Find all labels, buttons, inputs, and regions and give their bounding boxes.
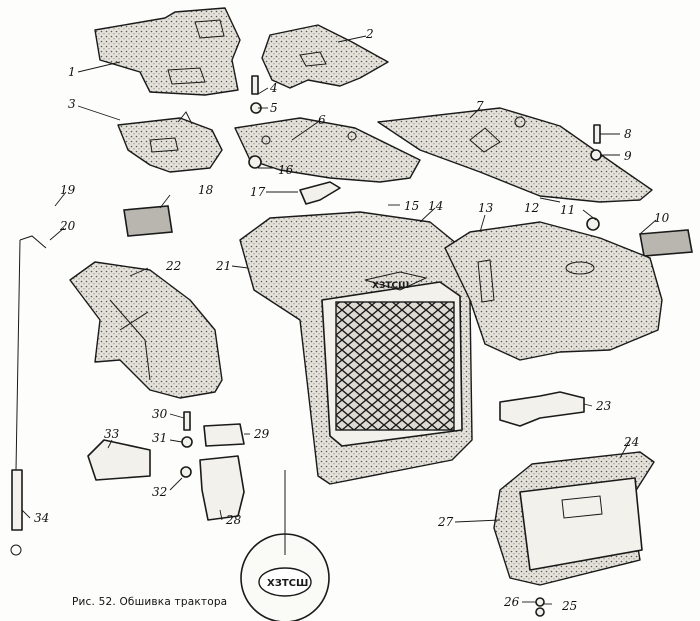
- callout-12: 12: [524, 201, 539, 215]
- part-1-floor-plate: [94, 7, 241, 96]
- callout-13: 13: [478, 201, 494, 215]
- callout-15: 15: [404, 199, 419, 213]
- callout-7: 7: [476, 99, 484, 113]
- callout-33: 33: [104, 427, 120, 441]
- callout-27: 27: [437, 515, 454, 529]
- part-17-bracket: [299, 181, 341, 205]
- callout-4: 4: [269, 81, 278, 95]
- callout-9: 9: [624, 149, 632, 163]
- callout-25: 25: [561, 599, 577, 613]
- part-33-bracket: [87, 439, 151, 481]
- part-22-side-support: [69, 261, 223, 399]
- callout-6: 6: [318, 113, 326, 127]
- callout-26: 26: [503, 595, 520, 609]
- badge-detail-circle: ХЗТСШ: [240, 470, 330, 621]
- part-10-grille: [639, 229, 693, 257]
- part-18-grille: [123, 205, 173, 237]
- part-7-rear-plate: [377, 107, 653, 203]
- callout-32: 32: [152, 485, 167, 499]
- part-3-bracket-plate: [117, 111, 223, 173]
- callout-labels: 1 2 3 4 5 6 7 8 9 10 11 12 13 14 15 16 1…: [34, 27, 670, 613]
- callout-22: 22: [165, 259, 181, 273]
- callout-11: 11: [560, 203, 575, 217]
- leader-lines: [21, 35, 657, 605]
- callout-34: 34: [34, 511, 49, 525]
- callout-19: 19: [60, 183, 76, 197]
- part-13-side-cover: [444, 221, 663, 361]
- part-23-bracket: [499, 391, 585, 427]
- part-27-toolbox: [493, 451, 655, 586]
- callout-31: 31: [152, 431, 167, 445]
- callout-30: 30: [152, 407, 168, 421]
- hood-badge-text: ХЗТСШ: [372, 281, 409, 291]
- callout-14: 14: [428, 199, 443, 213]
- callout-21: 21: [215, 259, 231, 273]
- callout-24: 24: [623, 435, 639, 449]
- fasteners: [180, 75, 602, 617]
- part-21-hood: ХЗТСШ: [239, 211, 473, 485]
- callout-2: 2: [365, 27, 374, 41]
- callout-10: 10: [654, 211, 670, 225]
- callout-3: 3: [68, 97, 76, 111]
- figure-caption: Рис. 52. Обшивка трактора: [72, 596, 228, 608]
- callout-8: 8: [624, 127, 632, 141]
- part-6-plate: [234, 117, 421, 183]
- callout-20: 20: [59, 219, 76, 233]
- part-29-bracket: [203, 423, 245, 447]
- callout-16: 16: [278, 163, 294, 177]
- callout-1: 1: [68, 65, 76, 79]
- callout-18: 18: [198, 183, 214, 197]
- part-20-rod: [10, 235, 47, 556]
- detail-badge-text: ХЗТСШ: [267, 578, 308, 589]
- callout-17: 17: [250, 185, 266, 199]
- callout-28: 28: [225, 513, 242, 527]
- part-28-bracket: [199, 455, 245, 521]
- callout-23: 23: [595, 399, 612, 413]
- callout-5: 5: [270, 101, 278, 115]
- part-2-floor-plate: [261, 24, 389, 89]
- callout-29: 29: [253, 427, 270, 441]
